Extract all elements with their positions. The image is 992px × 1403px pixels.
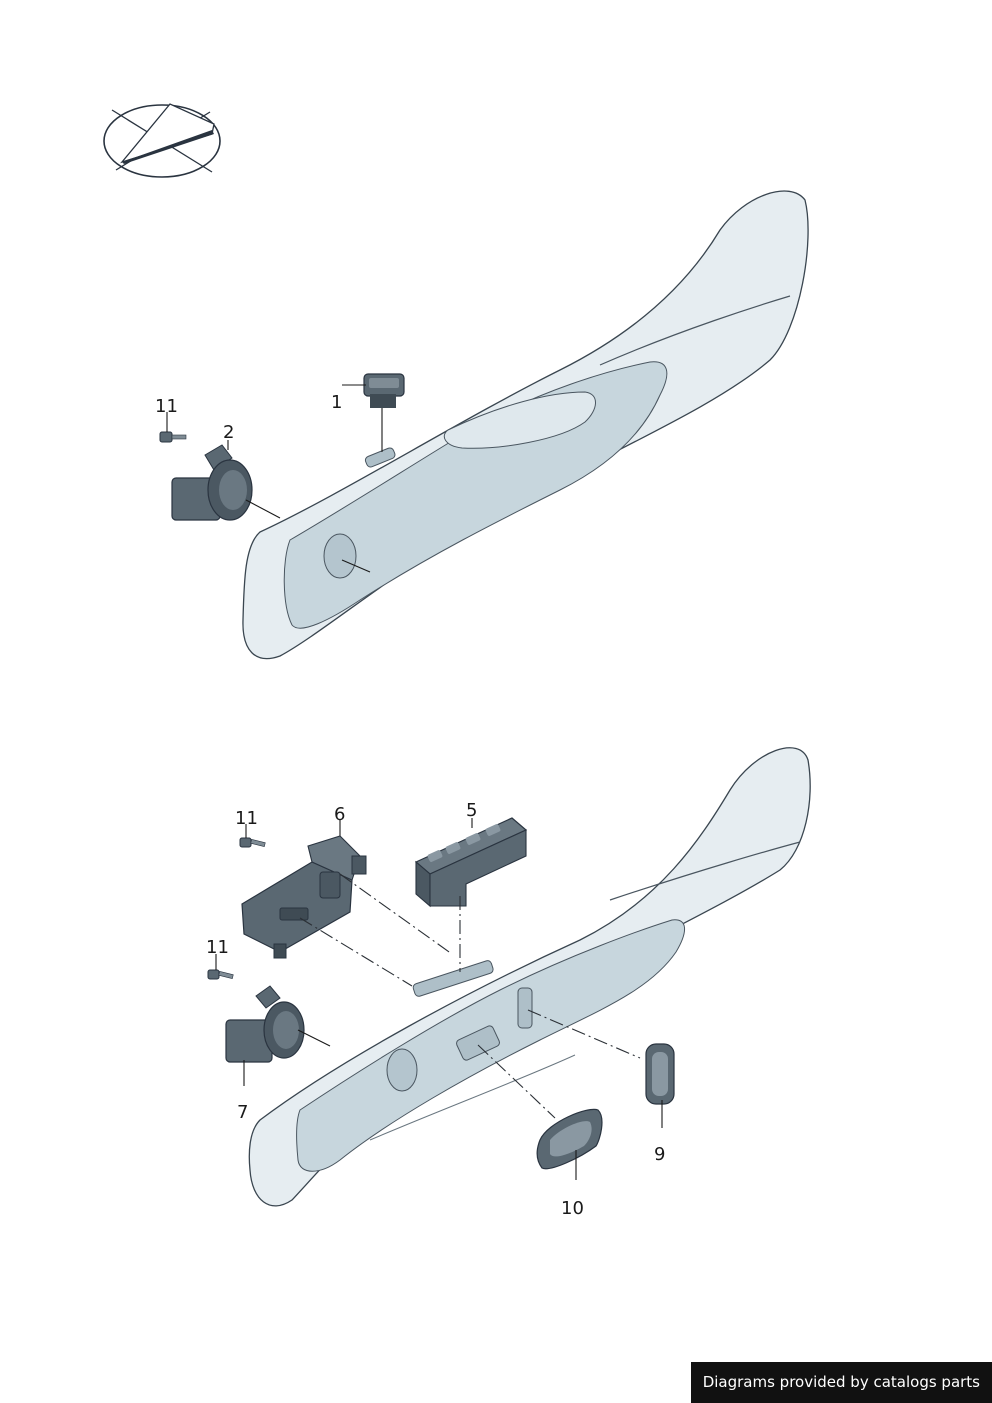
credit-banner: Diagrams provided by catalogs parts: [690, 1362, 992, 1403]
screw-icon: [159, 431, 187, 443]
callout-11-low: 11: [206, 937, 229, 958]
callout-7: 7: [237, 1102, 248, 1123]
orientation-compass-icon: [103, 103, 221, 178]
switch-block-part-5: [414, 817, 528, 908]
screw-icon: [239, 837, 266, 848]
callout-11-mid: 11: [235, 808, 258, 829]
screw-icon: [207, 969, 234, 980]
rotary-switch-part-2: [171, 444, 253, 521]
callout-10: 10: [561, 1198, 584, 1219]
callout-6: 6: [334, 804, 345, 825]
seat-side-panel-top: [242, 190, 809, 660]
callout-2: 2: [223, 422, 234, 443]
callout-11-top: 11: [155, 396, 178, 417]
seat-side-panel-bottom: [248, 747, 811, 1207]
switch-part-1: [363, 373, 405, 408]
rotary-switch-part-7: [225, 985, 305, 1063]
knob-cap-part-9: [645, 1043, 675, 1105]
knob-cap-part-10: [536, 1108, 603, 1170]
control-module-part-6: [241, 835, 367, 959]
callout-5: 5: [466, 800, 477, 821]
callout-1: 1: [331, 392, 342, 413]
callout-9: 9: [654, 1144, 665, 1165]
